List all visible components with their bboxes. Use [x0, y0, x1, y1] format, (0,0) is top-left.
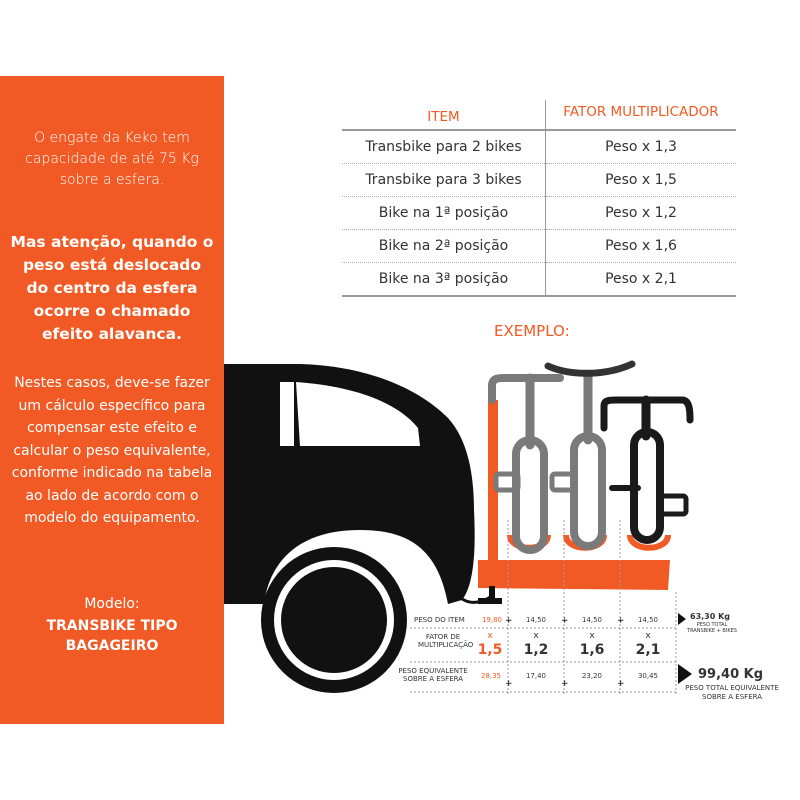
- bike-2-icon: [544, 360, 636, 550]
- factor-value: 1,6: [579, 642, 605, 658]
- example-title: EXEMPLO:: [494, 322, 570, 340]
- factor-table: ITEM FATOR MULTIPLICADOR Transbike para …: [342, 100, 736, 297]
- model-name: TRANSBIKE TIPO BAGAGEIRO: [46, 618, 178, 654]
- total-weight-caption: PESO TOTAL TRANSBIKE + BIKES: [687, 622, 737, 634]
- svg-text:+: +: [617, 679, 625, 689]
- header-factor: FATOR MULTIPLICADOR: [545, 100, 736, 131]
- intro-text: O engate da Keko tem capacidade de até 7…: [25, 130, 199, 188]
- row-factor: Peso x 1,5: [545, 163, 736, 197]
- weight-value: 14,50: [581, 616, 603, 624]
- model-label: Modelo:: [84, 596, 140, 612]
- bike-1-icon: [488, 373, 564, 554]
- table-row: Bike na 2ª posição Peso x 1,6: [342, 229, 736, 263]
- row-item: Bike na 2ª posição: [342, 229, 546, 263]
- plus-icons: + + + + + +: [505, 616, 625, 689]
- label-factor: FATOR DE MULTIPLICAÇÃO: [418, 633, 474, 649]
- total-weight: 63,30 Kg: [690, 612, 731, 621]
- svg-text:+: +: [505, 679, 513, 689]
- row-item: Bike na 3ª posição: [342, 262, 546, 297]
- label-weight: PESO DO ITEM: [414, 616, 465, 624]
- svg-text:+: +: [561, 616, 569, 626]
- row-factor: Peso x 1,3: [545, 130, 736, 164]
- weight-value: 14,50: [637, 616, 659, 624]
- table-row: Transbike para 2 bikes Peso x 1,3: [342, 130, 736, 164]
- weight-value: 14,50: [525, 616, 547, 624]
- row-item: Transbike para 2 bikes: [342, 130, 546, 164]
- equiv-value: 28,35: [480, 672, 502, 680]
- transbike-rack-icon: [478, 400, 671, 604]
- svg-text:+: +: [617, 616, 625, 626]
- equiv-value: 30,45: [637, 672, 659, 680]
- row-item: Bike na 1ª posição: [342, 196, 546, 230]
- bike-3-icon: [600, 395, 694, 544]
- factor-x: x: [589, 631, 595, 641]
- table-row: Transbike para 3 bikes Peso x 1,5: [342, 163, 736, 197]
- total-equiv-caption: PESO TOTAL EQUIVALENTE SOBRE A ESFERA: [685, 684, 779, 701]
- car-icon: [224, 364, 493, 693]
- row-factor: Peso x 1,2: [545, 196, 736, 230]
- factor-x: x: [645, 631, 651, 641]
- table-row: Bike na 3ª posição Peso x 2,1: [342, 262, 736, 297]
- factor-x: x: [487, 631, 493, 641]
- factor-value: 2,1: [635, 642, 661, 658]
- weight-value: 19,80: [481, 616, 503, 624]
- info-panel: O engate da Keko tem capacidade de até 7…: [0, 76, 224, 724]
- warning-text: Mas atenção, quando o peso está deslocad…: [10, 233, 214, 343]
- equiv-value: 23,20: [581, 672, 603, 680]
- arrow-right-icon: [678, 664, 692, 684]
- factor-value: 1,2: [523, 642, 549, 658]
- header-item: ITEM: [342, 100, 546, 131]
- guide-lines: [410, 520, 677, 694]
- row-factor: Peso x 1,6: [545, 229, 736, 263]
- label-equiv: PESO EQUIVALENTE SOBRE A ESFERA: [398, 667, 468, 683]
- svg-text:+: +: [561, 679, 569, 689]
- row-item: Transbike para 3 bikes: [342, 163, 546, 197]
- equiv-value: 17,40: [525, 672, 547, 680]
- total-equiv: 99,40 Kg: [698, 667, 764, 682]
- svg-text:+: +: [505, 616, 513, 626]
- row-factor: Peso x 2,1: [545, 262, 736, 297]
- table-row: Bike na 1ª posição Peso x 1,2: [342, 196, 736, 230]
- factor-value: 1,5: [477, 642, 503, 658]
- arrow-right-icon: [678, 613, 686, 625]
- table-header-row: ITEM FATOR MULTIPLICADOR: [342, 100, 736, 131]
- factor-x: x: [533, 631, 539, 641]
- explanation-text: Nestes casos, deve-se fazer um cálculo e…: [11, 375, 213, 526]
